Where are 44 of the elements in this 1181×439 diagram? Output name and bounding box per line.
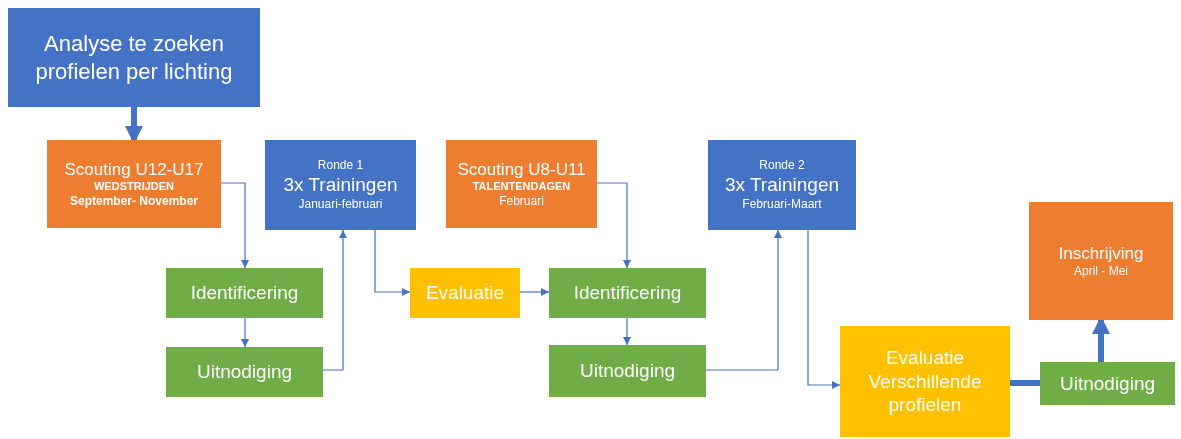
node-text: Analyse te zoeken profielen per lichting [34,30,234,85]
node-text: Evaluatie [425,281,505,305]
process-box [1040,362,1175,405]
process-box [166,268,323,318]
node-text: Identificering [190,281,299,305]
arrow [705,229,782,371]
arrow [241,317,249,348]
arrow [807,229,841,389]
node-text: 3x Trainingen [724,173,840,197]
node-text: TALENTENDAGEN [472,180,571,194]
process-box [549,345,706,397]
node-text: Identificering [573,281,682,305]
node-text: Ronde 1 [317,158,364,174]
node-text: April - Mei [1074,264,1128,280]
process-box [549,268,706,318]
node-text: Januari-februari [298,196,383,212]
node-text: Ronde 2 [759,158,805,174]
node-text: Februari [499,194,544,209]
process-box [446,140,597,228]
arrow [374,229,411,296]
arrow [322,229,347,371]
node-text: 3x Trainingen [283,173,398,197]
node-text: Februari-Maart [742,196,822,212]
node-text: Uitnodiging [579,359,676,383]
process-box [166,347,323,397]
process-box [708,140,856,230]
evaluation-box [410,268,520,318]
node-text: Uitnodiging [1059,371,1156,396]
process-box [8,8,260,107]
evaluation-box [840,326,1010,437]
process-box [265,140,416,230]
node-text: Inschrijving [1058,242,1144,265]
node-text: Uitnodiging [196,360,293,384]
node-text: September- November [69,194,198,209]
arrow [519,288,550,296]
process-box [47,140,221,228]
node-text: Scouting U8-U11 [457,159,586,181]
process-box [1029,202,1173,320]
arrow [220,182,249,269]
node-text: Scouting U12-U17 [64,159,204,181]
arrow [623,317,631,346]
node-text: Evaluatie Verschillende profielen [867,345,983,418]
node-text: WEDSTRIJDEN [93,180,175,194]
arrow [596,182,631,269]
